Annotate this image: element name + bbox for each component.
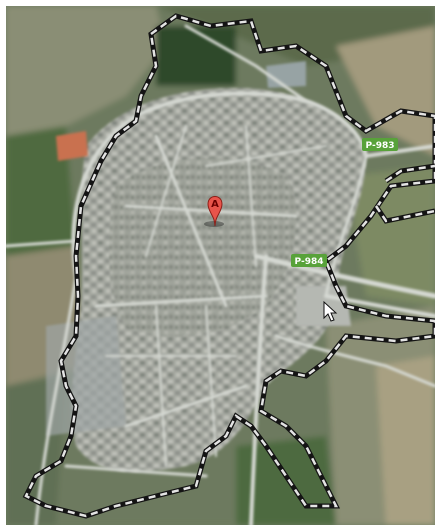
road-label-p983-text: P-983 <box>366 141 395 151</box>
road-label-p984: P-984 <box>291 254 327 267</box>
map-view[interactable]: P-983 P-984 A <box>6 6 435 525</box>
map-marker-a[interactable]: A <box>204 196 224 228</box>
map-marker-letter: A <box>211 199 219 210</box>
arrow-cursor-icon <box>323 300 338 322</box>
road-label-p984-text: P-984 <box>295 257 324 267</box>
road-network <box>6 24 435 525</box>
road-label-p983: P-983 <box>362 138 398 151</box>
satellite-map[interactable]: P-983 P-984 A <box>6 6 435 525</box>
municipal-boundary <box>22 13 435 519</box>
